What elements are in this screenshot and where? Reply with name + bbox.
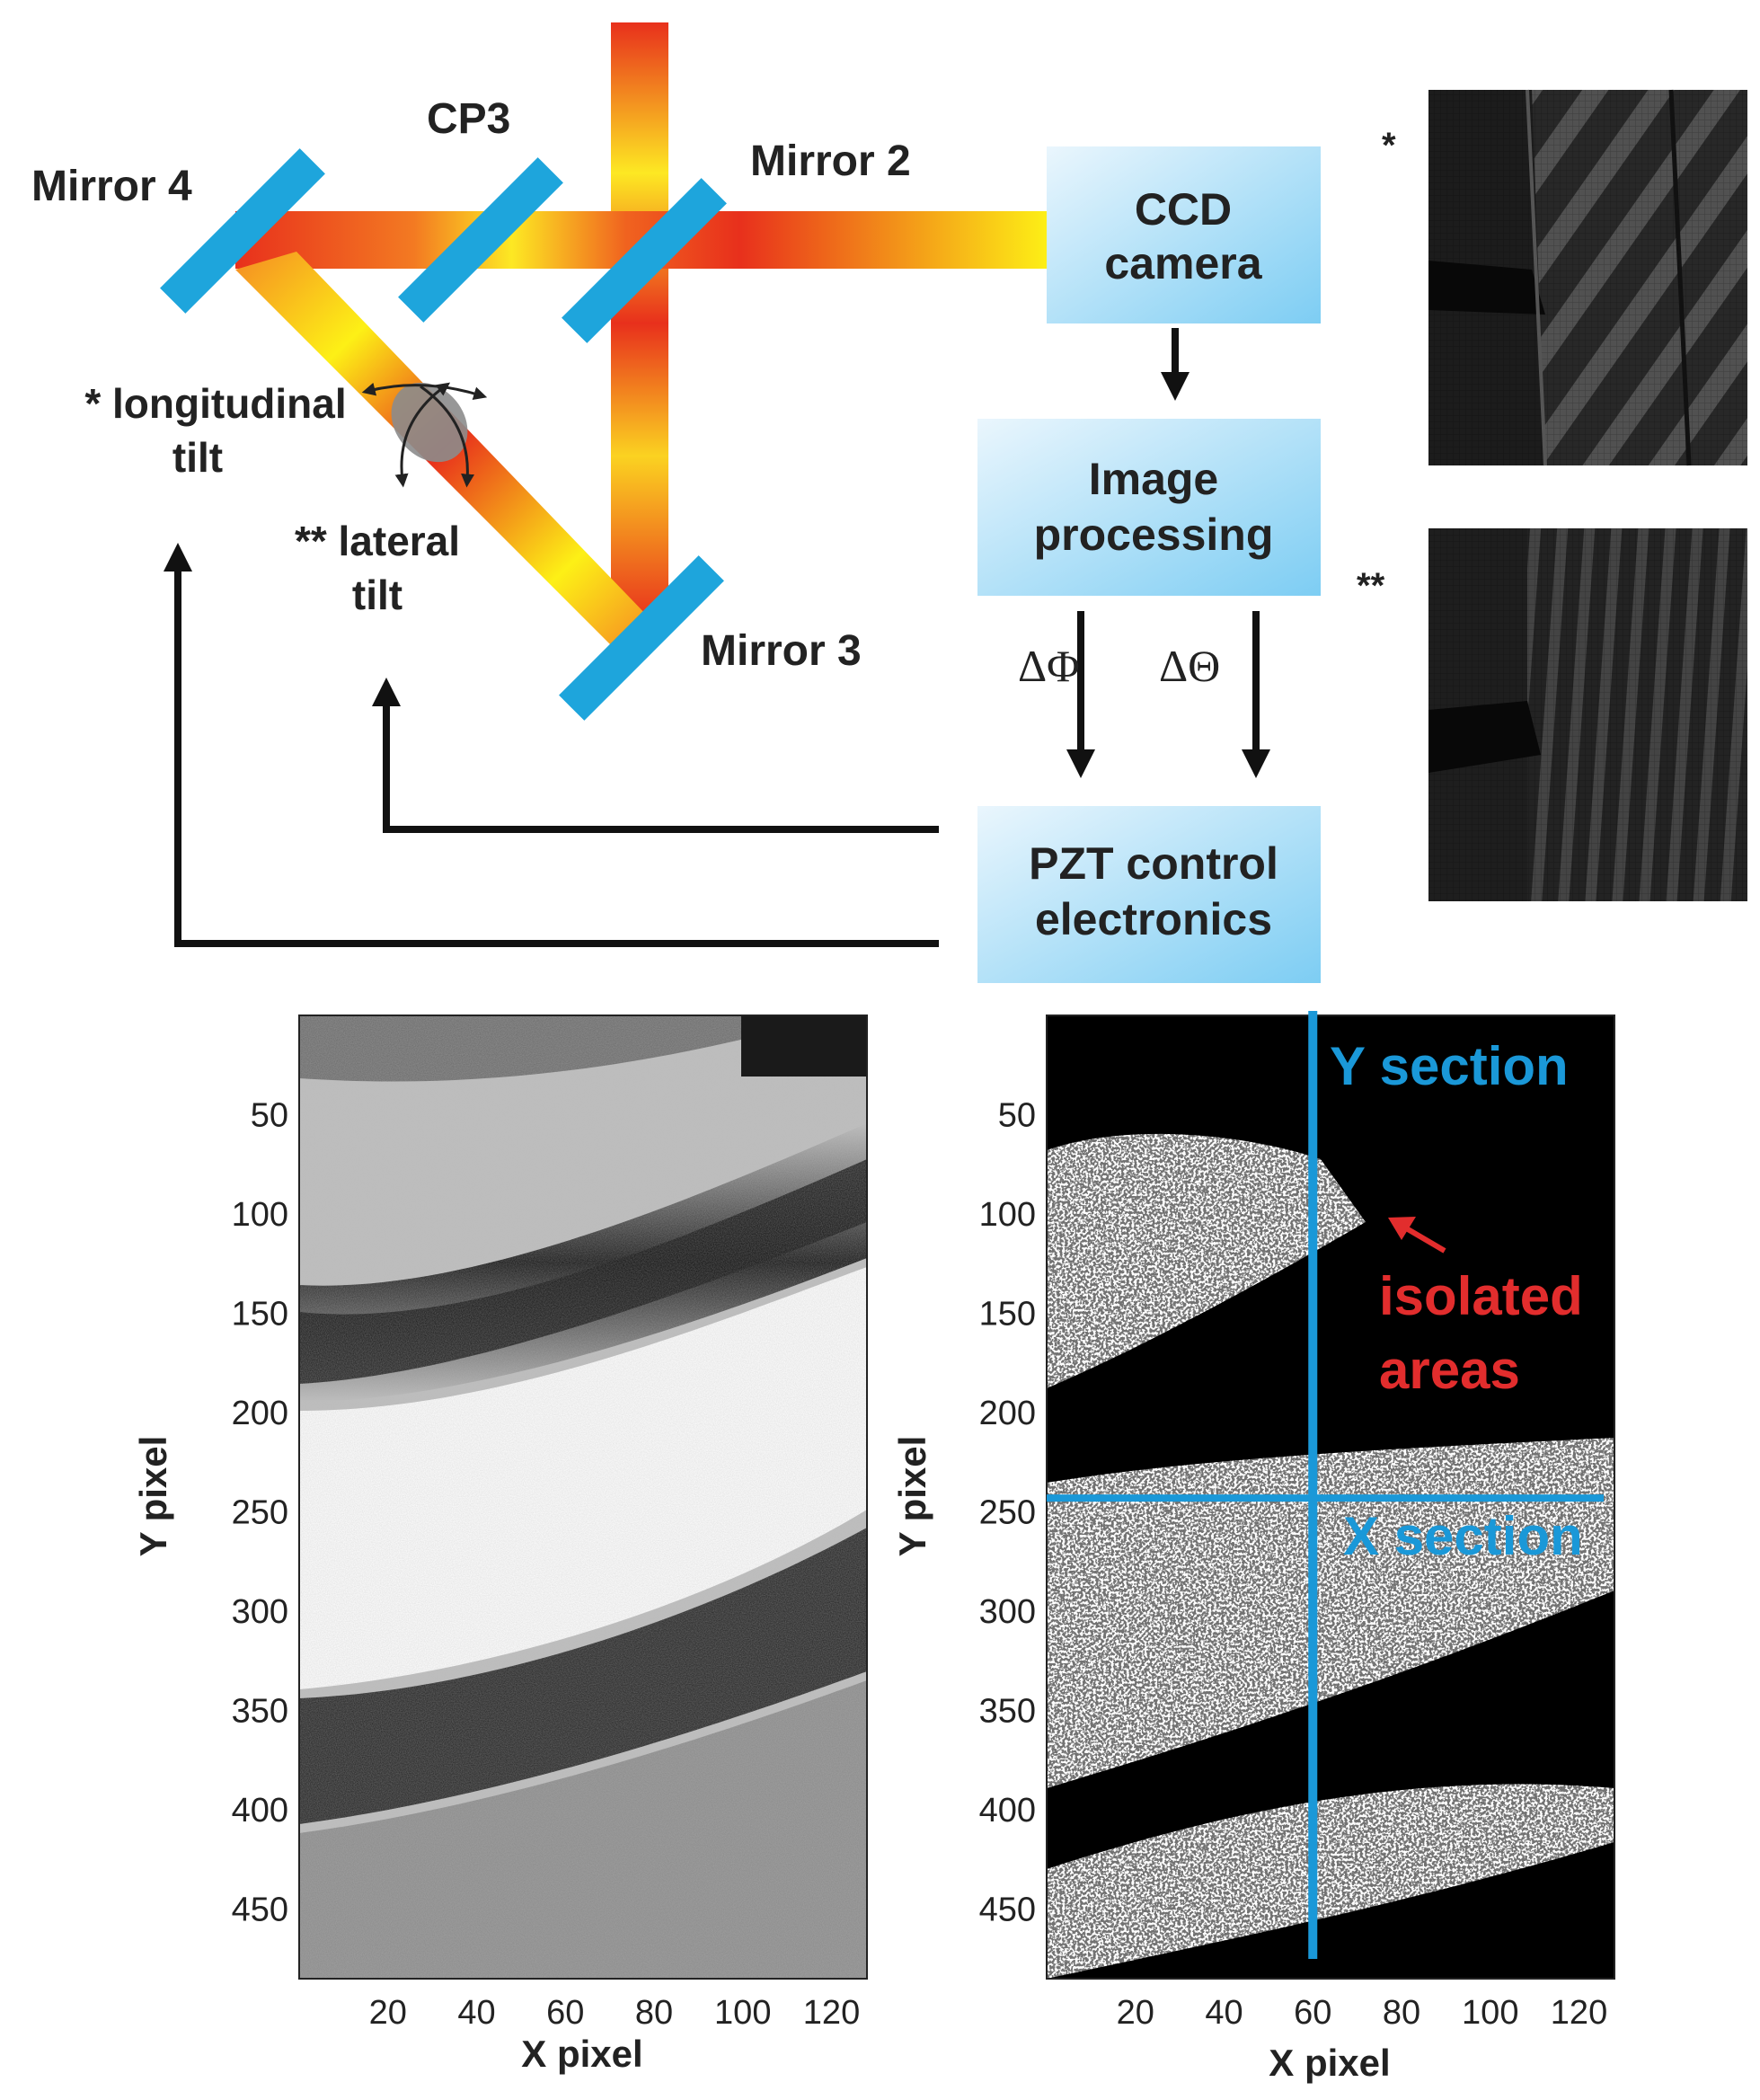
right-x-tick-label: 20: [1117, 1994, 1154, 2032]
mirror-3: [559, 555, 724, 721]
left-x-axis-label: X pixel: [521, 2033, 642, 2075]
right-x-tick-label: 80: [1383, 1994, 1420, 2032]
right-y-ticks: 50 100 150 200 250 300 350 400 450: [979, 1097, 1036, 1929]
right-y-tick-label: 200: [979, 1395, 1036, 1432]
lateral-tilt-label-2: tilt: [352, 572, 402, 618]
right-y-tick-label: 350: [979, 1693, 1036, 1731]
image-processing-label: Image: [1089, 454, 1219, 504]
right-x-tick-label: 40: [1205, 1994, 1243, 2032]
left-y-tick-label: 250: [232, 1494, 288, 1532]
ccd-camera-label-2: camera: [1104, 238, 1262, 288]
left-x-tick-label: 60: [546, 1994, 584, 2032]
inset-longitudinal-fringes: [1428, 89, 1747, 466]
mirror-4-label: Mirror 4: [31, 163, 192, 210]
right-y-tick-label: 300: [979, 1593, 1036, 1631]
right-x-tick-label: 100: [1462, 1994, 1518, 2032]
delta-phi-label: ΔΦ: [1018, 641, 1080, 691]
cp3-label: CP3: [427, 95, 510, 143]
right-y-tick-label: 450: [979, 1892, 1036, 1929]
ccd-camera-box: CCD camera: [1047, 146, 1321, 323]
inset-lateral-fringes: [1428, 528, 1747, 901]
y-section-label: Y section: [1330, 1036, 1569, 1096]
left-y-tick-label: 100: [232, 1196, 288, 1234]
left-x-tick-label: 40: [457, 1994, 495, 2032]
inset-star-1: *: [1382, 126, 1396, 165]
left-y-axis-label: Y pixel: [132, 1436, 174, 1557]
image-processing-label-2: processing: [1034, 509, 1274, 560]
left-y-tick-label: 450: [232, 1892, 288, 1929]
right-x-axis-label: X pixel: [1269, 2042, 1390, 2084]
mirror-2: [562, 178, 727, 343]
right-x-ticks: 20 40 60 80 100 120: [1117, 1994, 1608, 2032]
mirror-3-label: Mirror 3: [701, 627, 862, 675]
left-x-ticks: 20 40 60 80 100 120: [369, 1994, 861, 2032]
left-x-tick-label: 100: [714, 1994, 771, 2032]
delta-theta-label: ΔΘ: [1159, 641, 1220, 691]
right-x-tick-label: 120: [1551, 1994, 1607, 2032]
left-y-tick-label: 400: [232, 1792, 288, 1830]
mirror-4: [160, 148, 325, 314]
right-y-tick-label: 250: [979, 1494, 1036, 1532]
isolated-areas-label-2: areas: [1379, 1340, 1520, 1400]
lateral-tilt-label: ** lateral: [295, 518, 460, 564]
left-x-tick-label: 120: [803, 1994, 860, 2032]
left-y-tick-label: 200: [232, 1395, 288, 1432]
plot-left: 50 100 150 200 250 300 350 400 450 20 40 60 80 100 12…: [132, 1015, 868, 2075]
diagram-labels: CP3 Mirror 2 Mirror 4 Mirror 3 * longitu…: [31, 95, 911, 675]
pzt-control-box: PZT control electronics: [977, 806, 1321, 983]
mirrors: [160, 148, 727, 721]
feedback-paths: [164, 328, 1270, 947]
left-x-tick-label: 80: [635, 1994, 673, 2032]
left-y-tick-label: 50: [251, 1097, 288, 1135]
longitudinal-tilt-label: * longitudinal: [84, 380, 346, 427]
image-processing-box: Image processing: [977, 419, 1321, 596]
arrow-to-lateral-tilt: [372, 678, 939, 833]
pzt-control-label: PZT control: [1029, 838, 1278, 889]
right-y-tick-label: 150: [979, 1296, 1036, 1334]
longitudinal-tilt-label-2: tilt: [172, 434, 223, 481]
isolated-areas-label: isolated: [1379, 1266, 1583, 1326]
right-x-tick-label: 60: [1294, 1994, 1331, 2032]
cp3-plate: [398, 157, 563, 323]
left-y-tick-label: 350: [232, 1693, 288, 1731]
beam-vertical: [611, 22, 668, 625]
pzt-control-label-2: electronics: [1035, 894, 1272, 944]
tilt-pivot: [361, 382, 488, 488]
x-section-label: X section: [1343, 1506, 1583, 1566]
arrow-to-longitudinal-tilt: [164, 543, 939, 947]
plot-right: Y section X section isolated areas 50 100…: [891, 1011, 1615, 2084]
left-y-tick-label: 300: [232, 1593, 288, 1631]
mirror-2-label: Mirror 2: [750, 137, 911, 185]
left-x-tick-label: 20: [369, 1994, 407, 2032]
left-y-ticks: 50 100 150 200 250 300 350 400 450: [232, 1097, 288, 1929]
right-y-axis-label: Y pixel: [891, 1436, 933, 1557]
inset-star-2: **: [1357, 566, 1385, 606]
right-y-tick-label: 400: [979, 1792, 1036, 1830]
ccd-camera-label: CCD: [1135, 184, 1232, 235]
right-y-tick-label: 50: [998, 1097, 1036, 1135]
left-y-tick-label: 150: [232, 1296, 288, 1334]
right-y-tick-label: 100: [979, 1196, 1036, 1234]
